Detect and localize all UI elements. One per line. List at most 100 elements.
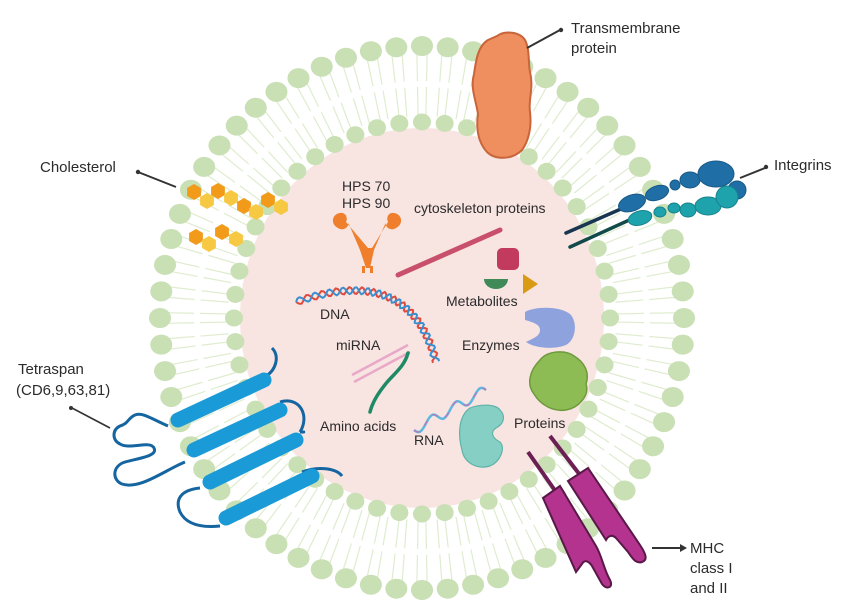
lipid-tail	[361, 512, 370, 541]
lipid-head	[599, 333, 618, 351]
lipid-tail	[220, 152, 244, 172]
lipid-tail	[569, 497, 589, 521]
lipid-tail	[608, 254, 636, 264]
lipid-head	[150, 334, 173, 355]
lipid-head	[346, 492, 365, 510]
mhc-label-line3: and II	[690, 580, 728, 597]
lipid-tail	[236, 133, 259, 155]
lipid-tail	[352, 98, 363, 127]
lipid-tail	[200, 321, 229, 324]
lipid-tail	[332, 106, 345, 134]
lipid-tail	[641, 381, 669, 391]
lipid-head	[193, 156, 216, 177]
lipid-tail	[644, 368, 673, 376]
lipid-tail	[630, 412, 657, 426]
lipid-tail	[391, 53, 396, 83]
lipid-tail	[404, 519, 408, 549]
lipid-head	[346, 126, 365, 144]
lipid-tail	[277, 142, 297, 165]
lipid-tail	[532, 128, 550, 153]
lipid-tail	[382, 516, 389, 546]
lipid-tail	[574, 174, 597, 194]
lipid-tail	[263, 108, 282, 133]
lipid-tail	[634, 220, 661, 233]
cholesterol-pointer	[137, 171, 177, 188]
lipid-head	[628, 156, 651, 177]
cytoskeleton-filament-icon	[395, 227, 503, 278]
lipid-tail	[455, 516, 462, 546]
integrins-pointer-dot	[763, 164, 769, 170]
mhc-label-line2: class I	[690, 560, 733, 577]
lipid-tail	[328, 538, 340, 566]
lipid-tail	[171, 260, 200, 268]
hsp70-label: HPS 70	[342, 178, 390, 194]
amino-acids-label: Amino acids	[320, 418, 396, 434]
cholesterol-ring	[237, 198, 251, 214]
lipid-tail	[646, 358, 675, 366]
lipid-tail	[352, 545, 361, 575]
lipid-tail	[470, 549, 478, 578]
lipid-tail	[600, 464, 624, 484]
lipid-tail	[648, 286, 677, 291]
lipid-tail	[201, 341, 230, 346]
tetraspan-transmembrane-helix	[218, 468, 320, 526]
lipid-tail	[504, 538, 516, 566]
lipid-tail	[614, 290, 643, 295]
lipid-head	[613, 480, 636, 501]
lipid-tail	[376, 551, 383, 580]
dna-strand	[295, 286, 440, 362]
cholesterol-ring	[215, 224, 229, 240]
cholesterol-ring	[187, 184, 201, 200]
lipid-tail	[444, 88, 449, 118]
lipid-tail	[600, 152, 624, 172]
cholesterol-ring	[200, 193, 214, 209]
cholesterol-label: Cholesterol	[40, 159, 116, 176]
lipid-tail	[340, 505, 352, 534]
lipid-tail	[178, 390, 206, 401]
mirna-label: miRNA	[336, 337, 381, 353]
lipid-tail	[211, 165, 236, 183]
lipid-head	[390, 114, 409, 132]
lipid-tail	[648, 345, 677, 350]
lipid-tail	[532, 524, 548, 551]
lipid-tail	[620, 433, 646, 449]
lipid-head	[265, 534, 288, 555]
lipid-head	[368, 499, 387, 517]
lipid-tail	[611, 360, 639, 369]
lipid-tail	[340, 102, 352, 131]
lipid-tail	[171, 368, 200, 376]
lipid-tail	[491, 543, 502, 572]
cholesterol-ring	[211, 183, 225, 199]
lipid-tail	[342, 64, 353, 93]
amino-acid-chain-icon	[368, 351, 410, 414]
lipid-tail	[401, 52, 405, 82]
lipid-head	[413, 113, 431, 131]
lipid-head	[288, 162, 307, 180]
lipid-tail	[425, 554, 428, 584]
lipid-tail	[312, 116, 328, 143]
lipid-tail	[226, 471, 250, 492]
lipid-tail	[263, 503, 282, 528]
lipid-tail	[416, 554, 419, 584]
lipid-tail	[275, 99, 293, 124]
lipid-tail	[218, 398, 245, 412]
integrins-label: Integrins	[774, 157, 832, 174]
lipid-head	[588, 239, 607, 257]
transmembrane-pointer	[526, 29, 561, 49]
lipid-tail	[448, 553, 453, 583]
lipid-tail	[562, 108, 581, 133]
metabolite-square-icon	[497, 248, 519, 270]
lipid-head	[225, 309, 243, 327]
lipid-head	[310, 559, 333, 580]
tetraspan-label-line1: Tetraspan	[18, 361, 84, 378]
lipid-tail	[646, 270, 675, 278]
lipid-head	[411, 36, 433, 56]
lipid-tail	[574, 442, 597, 462]
lipid-tail	[352, 509, 363, 538]
lipid-tail	[205, 267, 233, 276]
lipid-tail	[649, 322, 678, 324]
lipid-head	[601, 309, 619, 327]
lipid-tail	[615, 321, 644, 324]
lipid-head	[246, 218, 265, 236]
lipid-tail	[376, 56, 383, 85]
